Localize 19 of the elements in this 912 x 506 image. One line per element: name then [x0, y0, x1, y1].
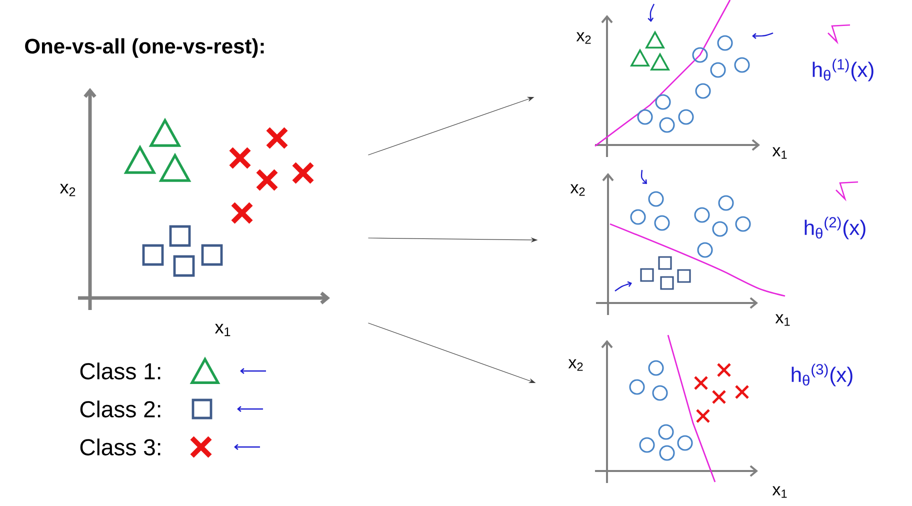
axis-label: x$_{2}$: [60, 184, 76, 196]
title: One-vs-all (one-vs-rest):: [25, 38, 264, 58]
axis-label: x$_{2}$: [576, 32, 591, 44]
scatter-plot-drawing: [78, 88, 330, 310]
hypothesis-label: h$_{θ}$$^{(1)}$(x): [812, 58, 874, 82]
hypothesis-label: h$_{θ}$$^{(3)}$(x): [792, 364, 852, 386]
scatter-plot-drawing: [594, 0, 774, 157]
legend-text: Class 2:: [80, 400, 160, 418]
axis-label: x$_{2}$: [570, 184, 585, 196]
scatter-plot-drawing: [595, 334, 758, 483]
axis-label: x$_{1}$: [214, 324, 230, 336]
axis-label: x$_{1}$: [772, 147, 787, 159]
legend-text: Class 3:: [80, 438, 160, 456]
axis-label: x$_{2}$: [568, 359, 583, 371]
legend-text: Class 1:: [80, 362, 160, 380]
axis-label: x$_{1}$: [772, 486, 787, 498]
axis-label: x$_{1}$: [775, 314, 790, 326]
scatter-plot-drawing: [596, 170, 786, 315]
hypothesis-label: h$_{θ}$$^{(2)}$(x): [804, 216, 866, 240]
